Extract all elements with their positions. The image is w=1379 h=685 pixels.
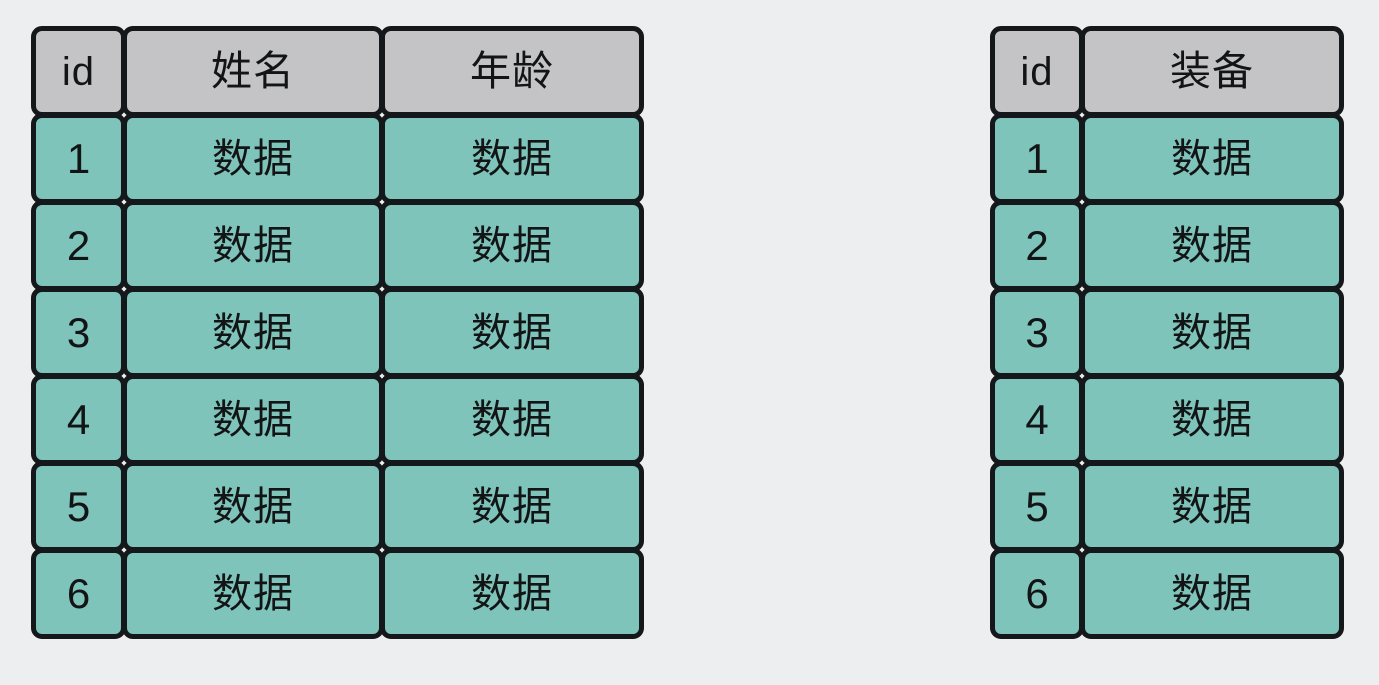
row-cell-id: 3 [990, 287, 1084, 378]
cell-value: 数据 [471, 310, 553, 355]
table-row: 3 数据 [990, 287, 1344, 378]
header-label-age: 年龄 [470, 48, 554, 94]
person-table: id 姓名 年龄 1 数据 数据 2 数据 [31, 26, 644, 639]
row-cell-age: 数据 [380, 461, 644, 552]
cell-value: 3 [66, 308, 91, 356]
row-cell-id: 5 [31, 461, 126, 552]
table-header-row: id 姓名 年龄 [31, 26, 644, 117]
row-cell-equipment: 数据 [1080, 287, 1344, 378]
row-cell-age: 数据 [380, 287, 644, 378]
cell-value: 数据 [471, 223, 553, 268]
row-cell-age: 数据 [380, 548, 644, 639]
row-cell-equipment: 数据 [1080, 113, 1344, 204]
table-row: 1 数据 数据 [31, 113, 644, 204]
row-cell-name: 数据 [122, 200, 384, 291]
row-cell-id: 1 [990, 113, 1084, 204]
cell-value: 6 [1025, 569, 1049, 617]
table-row: 2 数据 [990, 200, 1344, 291]
cell-value: 数据 [1171, 223, 1253, 268]
cell-value: 1 [1025, 134, 1049, 182]
cell-value: 数据 [1171, 484, 1253, 529]
cell-value: 数据 [212, 397, 294, 442]
equipment-table: id 装备 1 数据 2 数据 3 [990, 26, 1344, 639]
cell-value: 数据 [1171, 397, 1253, 442]
cell-value: 数据 [212, 484, 294, 529]
table-row: 4 数据 数据 [31, 374, 644, 465]
row-cell-id: 4 [31, 374, 126, 465]
row-cell-age: 数据 [380, 374, 644, 465]
header-label-equipment: 装备 [1170, 48, 1254, 94]
cell-value: 数据 [471, 397, 553, 442]
cell-value: 4 [66, 395, 91, 443]
table-row: 6 数据 [990, 548, 1344, 639]
row-cell-equipment: 数据 [1080, 461, 1344, 552]
cell-value: 数据 [1171, 571, 1253, 616]
cell-value: 4 [1025, 395, 1049, 443]
cell-value: 6 [66, 569, 91, 617]
cell-value: 数据 [1171, 136, 1253, 181]
row-cell-name: 数据 [122, 548, 384, 639]
table-row: 4 数据 [990, 374, 1344, 465]
row-cell-id: 3 [31, 287, 126, 378]
row-cell-id: 4 [990, 374, 1084, 465]
header-cell-name: 姓名 [122, 26, 384, 117]
cell-value: 数据 [212, 571, 294, 616]
table-row: 5 数据 [990, 461, 1344, 552]
header-cell-age: 年龄 [380, 26, 644, 117]
header-cell-equipment: 装备 [1080, 26, 1344, 117]
header-cell-id: id [31, 26, 126, 117]
row-cell-id: 5 [990, 461, 1084, 552]
cell-value: 2 [66, 221, 91, 269]
table-row: 2 数据 数据 [31, 200, 644, 291]
row-cell-name: 数据 [122, 461, 384, 552]
cell-value: 5 [1025, 482, 1049, 530]
row-cell-equipment: 数据 [1080, 548, 1344, 639]
row-cell-id: 6 [990, 548, 1084, 639]
row-cell-id: 2 [990, 200, 1084, 291]
cell-value: 数据 [212, 136, 294, 181]
cell-value: 数据 [471, 136, 553, 181]
header-label-name: 姓名 [211, 48, 295, 94]
table-row: 6 数据 数据 [31, 548, 644, 639]
header-label-id: id [1020, 49, 1054, 94]
row-cell-id: 1 [31, 113, 126, 204]
row-cell-name: 数据 [122, 374, 384, 465]
table-row: 5 数据 数据 [31, 461, 644, 552]
cell-value: 数据 [1171, 310, 1253, 355]
table-row: 1 数据 [990, 113, 1344, 204]
cell-value: 数据 [212, 223, 294, 268]
table-header-row: id 装备 [990, 26, 1344, 117]
cell-value: 3 [1025, 308, 1049, 356]
cell-value: 5 [66, 482, 91, 530]
header-label-id: id [61, 49, 96, 94]
cell-value: 2 [1025, 221, 1049, 269]
row-cell-age: 数据 [380, 200, 644, 291]
row-cell-equipment: 数据 [1080, 200, 1344, 291]
cell-value: 数据 [212, 310, 294, 355]
header-cell-id: id [990, 26, 1084, 117]
row-cell-id: 6 [31, 548, 126, 639]
cell-value: 1 [66, 134, 91, 182]
cell-value: 数据 [471, 571, 553, 616]
row-cell-name: 数据 [122, 287, 384, 378]
table-row: 3 数据 数据 [31, 287, 644, 378]
row-cell-age: 数据 [380, 113, 644, 204]
cell-value: 数据 [471, 484, 553, 529]
row-cell-id: 2 [31, 200, 126, 291]
row-cell-equipment: 数据 [1080, 374, 1344, 465]
row-cell-name: 数据 [122, 113, 384, 204]
